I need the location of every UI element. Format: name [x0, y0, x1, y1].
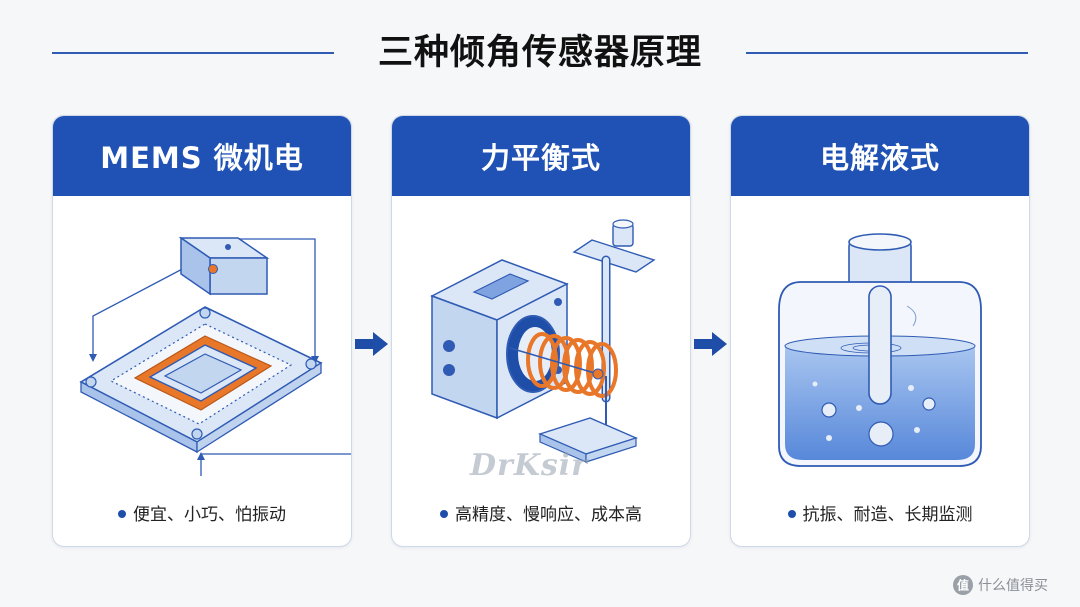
card-force-balance: 力平衡式 — [391, 115, 691, 547]
page-title: 三种倾角传感器原理 — [377, 33, 702, 73]
card-header-force-balance: 力平衡式 — [392, 116, 690, 196]
watermark: DrKsir — [470, 448, 588, 483]
force-balance-coil-icon — [430, 219, 656, 463]
title-rule-left — [52, 52, 334, 54]
mems-chip-icon — [79, 236, 351, 476]
smzdm-logo-icon: 值 — [953, 575, 973, 595]
card-header-electrolyte: 电解液式 — [731, 116, 1029, 196]
card-mems: MEMS 微机电 便宜、小巧、怕振动 — [52, 115, 352, 547]
title-rule-right — [746, 52, 1028, 54]
electrolyte-vial-icon — [778, 233, 982, 467]
bullet-dot — [118, 510, 126, 518]
brand-logo: 值 什么值得买 — [952, 574, 1048, 596]
svg-text:值: 值 — [957, 578, 969, 593]
arrow-right-icon — [694, 332, 727, 356]
brand-text: 什么值得买 — [978, 578, 1048, 594]
bullet-dot — [440, 510, 448, 518]
card-header-mems: MEMS 微机电 — [53, 116, 351, 196]
card-note-mems: 便宜、小巧、怕振动 — [53, 500, 351, 525]
arrow-right-icon — [355, 332, 388, 356]
card-note-electrolyte: 抗振、耐造、长期监测 — [731, 500, 1029, 525]
card-electrolyte: 电解液式 抗振、耐造、长期监测 — [730, 115, 1030, 547]
card-note-force-balance: 高精度、慢响应、成本高 — [392, 500, 690, 525]
bullet-dot — [787, 510, 796, 518]
